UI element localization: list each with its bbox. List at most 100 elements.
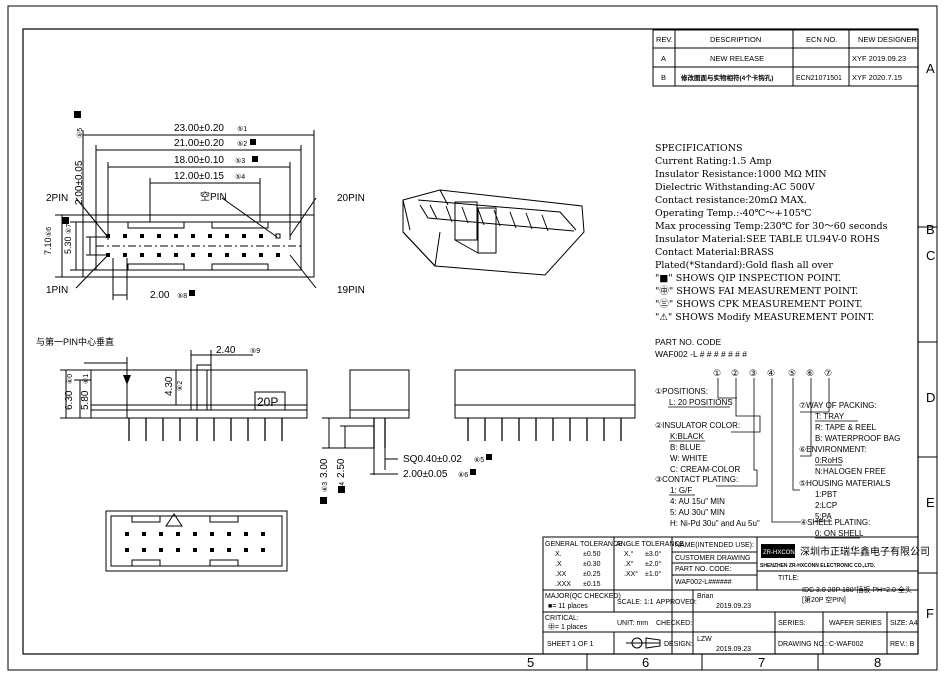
environment-item: N:HALOGEN FREE <box>815 467 886 476</box>
top-view-pins <box>106 233 281 257</box>
zone-label: C <box>926 248 935 263</box>
spec-legend: "⚠" SHOWS Modify MEASUREMENT POINT. <box>655 312 874 323</box>
dim-pin-span: 18.00±0.10 <box>174 155 224 166</box>
dim-key-depth: 4.30 <box>164 376 175 396</box>
dim-tag: ⑤9 <box>250 347 260 355</box>
packing-item: R: TAPE & REEL <box>815 423 877 432</box>
critical-label: CRITICAL: <box>545 615 579 622</box>
rev-value: REV.: B <box>890 641 915 648</box>
tol-key: .XX <box>555 571 567 578</box>
ecn-cell: ECN21071501 <box>796 75 842 82</box>
zone-label: 8 <box>874 655 881 670</box>
title-value-line2: [第20P 空PIN] <box>802 595 846 604</box>
dim-tag: ⑥1 <box>82 374 90 384</box>
unit: UNIT: mm <box>617 620 648 627</box>
zone-label: 7 <box>758 655 765 670</box>
logo-text: ZR-HXCONN <box>763 550 799 556</box>
dim-pin-stub: 2.50 <box>336 458 347 478</box>
part-code-string: WAF002 -L # # # # # # # <box>655 349 747 359</box>
sheet-count: SHEET 1 OF 1 <box>547 641 594 648</box>
spec-line: Plated(*Standard):Gold flash all over <box>655 260 833 271</box>
designer-cell: XYF 2020.7.15 <box>852 73 902 82</box>
zone-labels: A B C D E F 5 6 7 8 <box>527 61 935 670</box>
dim-tag: ⑥0 <box>66 374 74 384</box>
dim-total-height: 6.30 <box>64 390 75 410</box>
company-name-en: SHENZHEN ZR-HXCONN ELECTRONIC CO.,LTD. <box>760 563 876 569</box>
plating-item: 1: G/F <box>670 486 692 495</box>
tol-value: ±0.25 <box>583 571 601 578</box>
bottom-view-pins <box>125 532 265 552</box>
company-name-cn: 深圳市正瑞华鑫电子有限公司 <box>800 545 930 558</box>
positions-title: ①POSITIONS: <box>655 387 708 396</box>
dim-tag: ⑥3 <box>321 482 329 492</box>
rev-header: REV. <box>656 35 673 44</box>
top-view-labels: 23.00±0.20 21.00±0.20 18.00±0.10 12.00±0… <box>43 111 365 301</box>
spec-legend: "㊥" SHOWS FAI MEASUREMENT POINT. <box>655 286 858 297</box>
positions-item: L: 20 POSITIONS <box>669 398 733 407</box>
dim-overall-length: 23.00±0.20 <box>174 123 224 134</box>
zone-label: B <box>926 222 935 237</box>
major-value: ■= 11 places <box>548 603 588 610</box>
blank-pin-label: 空PIN <box>200 190 227 203</box>
design-date: 2019.09.23 <box>716 646 751 653</box>
blank-pin <box>275 233 281 239</box>
spec-line: Contact resistance:20mΩ MAX. <box>655 195 807 206</box>
angle-value: ±3.0° <box>645 550 662 558</box>
dim-tag: ⑥5 <box>474 456 484 464</box>
side-view <box>322 369 410 475</box>
series-value: WAFER SERIES <box>829 620 882 627</box>
environment-title: ⑥ENVIRONMENT: <box>799 445 867 454</box>
pin-label-20: 20PIN <box>337 193 365 204</box>
side-view-labels: 3.00 ⑥3 2.50 ⑥4 SQ0.40±0.02 ⑥5 2.00±0.05… <box>319 454 492 504</box>
spec-title: SPECIFICATIONS <box>655 143 743 154</box>
zone-label: 5 <box>527 655 534 670</box>
code-number: ① <box>713 368 721 378</box>
general-tolerance-title: GENERAL TOLERANCE <box>545 541 623 548</box>
housing-item: 5:PA <box>815 512 832 521</box>
pin-square <box>106 234 110 238</box>
dim-overall-width: 7.10 <box>43 237 53 255</box>
angle-tolerance-title: ANGLE TOLERANCE <box>616 541 685 548</box>
code-number: ⑤ <box>788 368 796 378</box>
title-block-lines <box>542 536 919 655</box>
insulator-item: K:BLACK <box>670 432 704 441</box>
tol-key: .X <box>555 561 562 568</box>
spec-line: Current Rating:1.5 Amp <box>655 156 771 167</box>
description-cell: NEW RELEASE <box>710 54 764 63</box>
spec-legend: "■" SHOWS QIP INSPECTION POINT. <box>655 273 841 284</box>
plating-item: 4: AU 15u" MIN <box>670 497 725 506</box>
housing-title: ⑤HOUSING MATERIALS <box>799 479 890 488</box>
pin1-arrow <box>123 375 131 385</box>
plating-item: H: Ni-Pd 30u" and Au 5u" <box>670 519 760 528</box>
dim-pitch: 2.00 <box>150 290 170 301</box>
zone-ticks <box>586 226 937 670</box>
checked-label: CHECKED: <box>656 620 692 627</box>
dim-tag: ⑤3 <box>235 157 245 165</box>
insulator-item: C: CREAM-COLOR <box>670 465 740 474</box>
company-logo <box>761 544 795 558</box>
qip-mark <box>252 156 258 162</box>
packing-title: ⑦WAY OF PACKING: <box>799 401 877 410</box>
pin-count-label: 20P <box>257 395 278 409</box>
dim-tag: ⑤8 <box>177 292 187 300</box>
plating-item: 5: AU 30u" MIN <box>670 508 725 517</box>
zone-label: A <box>926 61 935 76</box>
pin1-note: 与第一PIN中心垂直 <box>36 336 114 347</box>
part-no-value: WAF002-L###### <box>675 579 732 586</box>
housing-item: 1:PBT <box>815 490 837 499</box>
iso-view <box>402 189 585 276</box>
part-code-leaders <box>668 378 860 539</box>
pin-label-19: 19PIN <box>337 285 365 296</box>
front-view <box>60 350 308 441</box>
scale: SCALE: 1:1 <box>617 599 654 606</box>
tol-value: ±0.50 <box>583 551 601 558</box>
dim-key-width: 12.00±0.15 <box>174 171 224 182</box>
revision-table: REV. DESCRIPTION ECN NO. NEW DESIGNER A … <box>652 29 919 87</box>
rear-view <box>454 369 636 441</box>
angle-key: X.° <box>624 550 634 558</box>
qip-mark <box>486 454 492 460</box>
packing-item: T: TRAY <box>815 412 845 421</box>
label-box <box>254 391 286 411</box>
